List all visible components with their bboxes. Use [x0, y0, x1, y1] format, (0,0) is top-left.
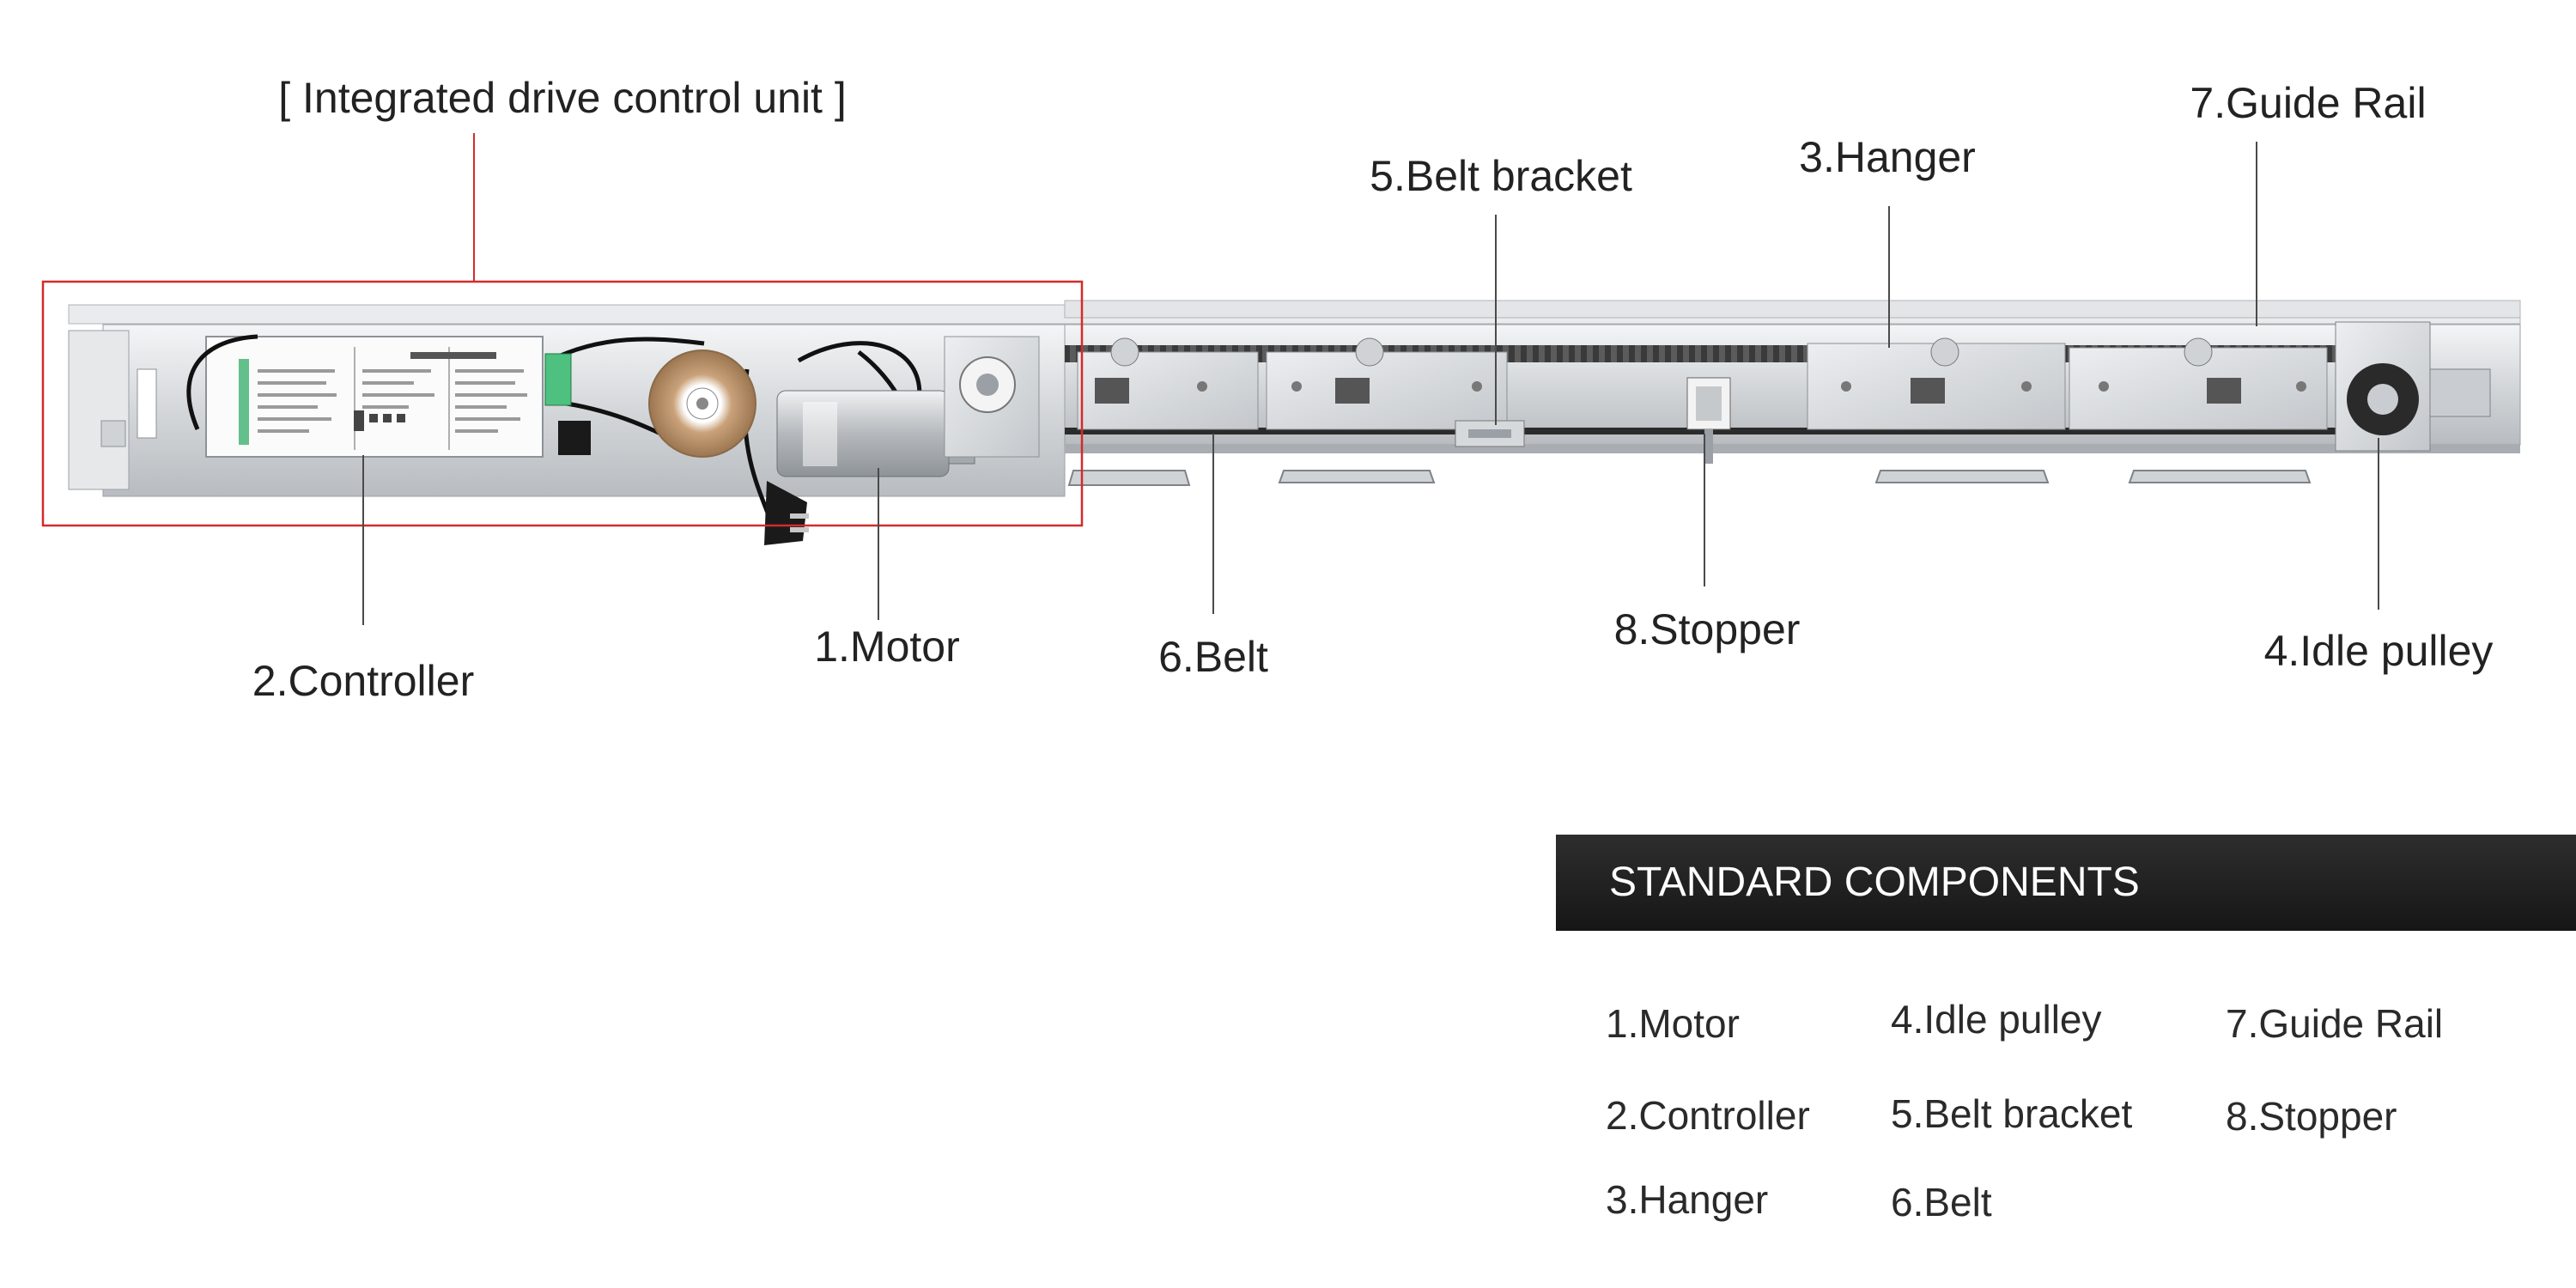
callout-idle-pulley: 4.Idle pulley [2264, 627, 2494, 675]
door-clamps [1067, 470, 2312, 486]
hanger-2 [1266, 337, 1508, 430]
component-item-controller: 2.Controller [1606, 1093, 1810, 1138]
callout-hanger: 3.Hanger [1799, 133, 1976, 181]
drive-unit-highlight [41, 280, 1084, 527]
callout-integrated-unit: [ Integrated drive control unit ] [278, 74, 846, 122]
hanger-1 [1077, 337, 1259, 430]
component-item-idle-pulley: 4.Idle pulley [1891, 997, 2102, 1042]
end-cap [68, 330, 157, 490]
stopper [1686, 377, 1731, 464]
callout-belt: 6.Belt [1158, 633, 1268, 681]
gearbox [944, 336, 1040, 458]
power-plug-socket [558, 421, 591, 455]
callout-guide-rail: 7.Guide Rail [2190, 79, 2426, 127]
hanger-plates [1077, 337, 2328, 430]
power-plug [764, 481, 809, 545]
callout-motor: 1.Motor [814, 623, 960, 671]
callout-belt-bracket: 5.Belt bracket [1370, 152, 1632, 200]
hanger-4 [2069, 337, 2328, 430]
hanger-3 [1807, 337, 2066, 430]
component-item-motor: 1.Motor [1606, 1001, 1740, 1046]
component-item-hanger: 3.Hanger [1606, 1177, 1769, 1222]
callout-stopper: 8.Stopper [1614, 605, 1801, 653]
components-header: STANDARD COMPONENTS [1556, 835, 2576, 931]
component-item-guide-rail: 7.Guide Rail [2226, 1001, 2444, 1046]
components-title: STANDARD COMPONENTS [1609, 860, 2140, 905]
component-item-stopper: 8.Stopper [2226, 1094, 2397, 1139]
component-item-belt: 6.Belt [1891, 1180, 1992, 1224]
idle-pulley [2335, 321, 2491, 452]
controller-board [205, 336, 544, 458]
callout-controller: 2.Controller [252, 657, 474, 705]
toroidal-transformer [648, 349, 756, 458]
belt-bracket [1455, 420, 1525, 447]
component-item-belt-bracket: 5.Belt bracket [1891, 1091, 2133, 1136]
terminal-block [544, 353, 572, 406]
